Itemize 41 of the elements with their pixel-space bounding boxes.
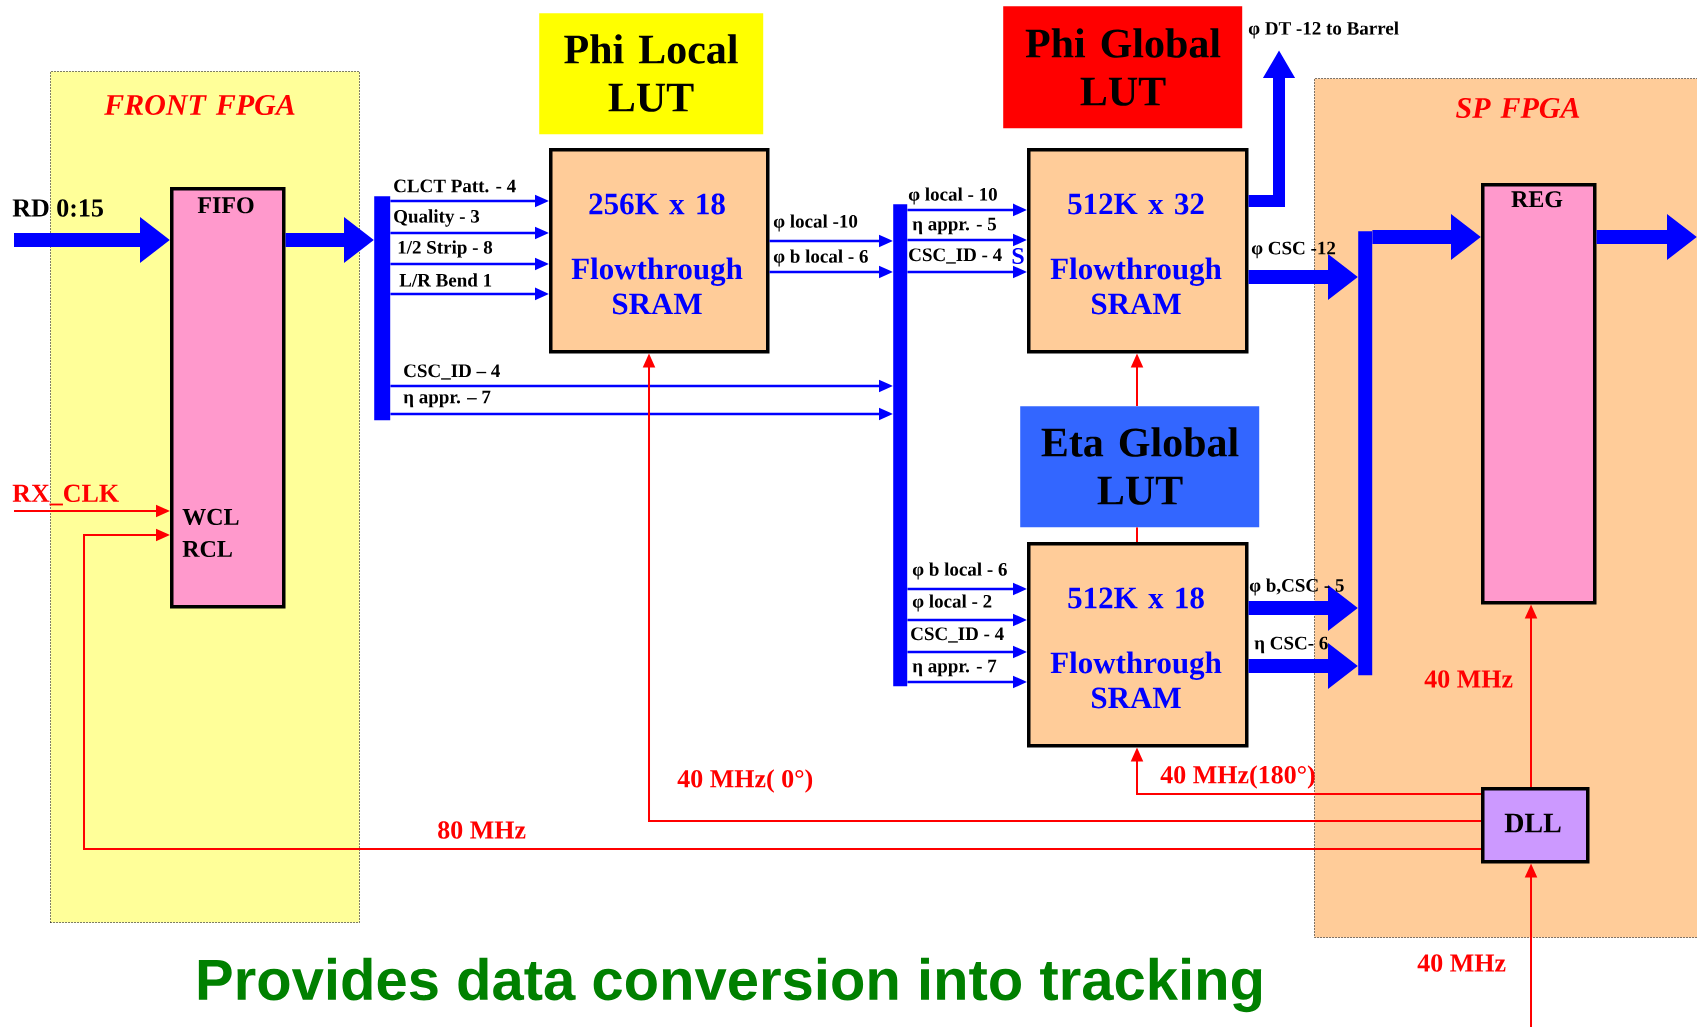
- edge-label: 40 MHz( 0°): [677, 769, 813, 793]
- edge-label: φ local - 2: [912, 594, 992, 612]
- edge-label: η appr. - 7: [912, 659, 997, 677]
- edge-label: η appr. - 5: [912, 217, 996, 235]
- edge-label: CSC_ID – 4: [404, 364, 500, 380]
- bus-bar: [374, 196, 391, 421]
- sram-box: 512K x 32 Flowthrough SRAM: [1027, 148, 1249, 354]
- edge-label: CSC_ID - 4: [909, 248, 1002, 264]
- edge-label: RD 0:15: [12, 199, 103, 217]
- connector-line: [1136, 526, 1138, 543]
- edge-label: 40 MHz: [1424, 670, 1513, 688]
- sram-box: 512K x 18 Flowthrough SRAM: [1027, 542, 1249, 748]
- title: Provides data conversion into tracking: [198, 957, 1262, 1013]
- fifo-box: FIFO WCL RCL: [170, 187, 286, 609]
- arrow: [83, 528, 1482, 850]
- dll-box: DLL: [1481, 787, 1590, 864]
- edge-label: φ b,CSC - 5: [1249, 578, 1344, 596]
- stray-letter: S: [1012, 247, 1024, 265]
- edge-label: φ DT -12 to Barrel: [1248, 21, 1399, 39]
- edge-label: η appr. – 7: [403, 390, 491, 408]
- edge-label: 40 MHz: [1417, 954, 1506, 972]
- edge-label: 1/2 Strip - 8: [398, 240, 493, 258]
- sram-box: 256K x 18 Flowthrough SRAM: [549, 148, 770, 354]
- edge-label: Quality - 3: [394, 209, 480, 227]
- edge-label: CLCT Patt. - 4: [394, 179, 516, 193]
- edge-label: φ local - 10: [908, 187, 997, 205]
- bus-bar: [1358, 231, 1373, 676]
- edge-label: CSC_ID - 4: [911, 627, 1004, 643]
- edge-label: φ b local - 6: [912, 562, 1007, 580]
- edge-label: RX_CLK: [12, 484, 119, 506]
- edge-label: φ b local - 6: [773, 249, 868, 267]
- register-box: REG: [1481, 183, 1597, 605]
- lut-label-box: Phi Global LUT: [1003, 6, 1243, 129]
- edge-label: η CSC- 6: [1254, 636, 1328, 654]
- edge-label: φ local -10: [773, 214, 858, 232]
- edge-label: 40 MHz(180°): [1160, 765, 1315, 789]
- lut-label-box: Phi Local LUT: [539, 13, 764, 135]
- edge-label: L/R Bend 1: [399, 273, 492, 287]
- lut-label-box: Eta Global LUT: [1020, 406, 1260, 528]
- edge-label: 80 MHz: [438, 821, 526, 839]
- edge-label: φ CSC -12: [1251, 241, 1336, 259]
